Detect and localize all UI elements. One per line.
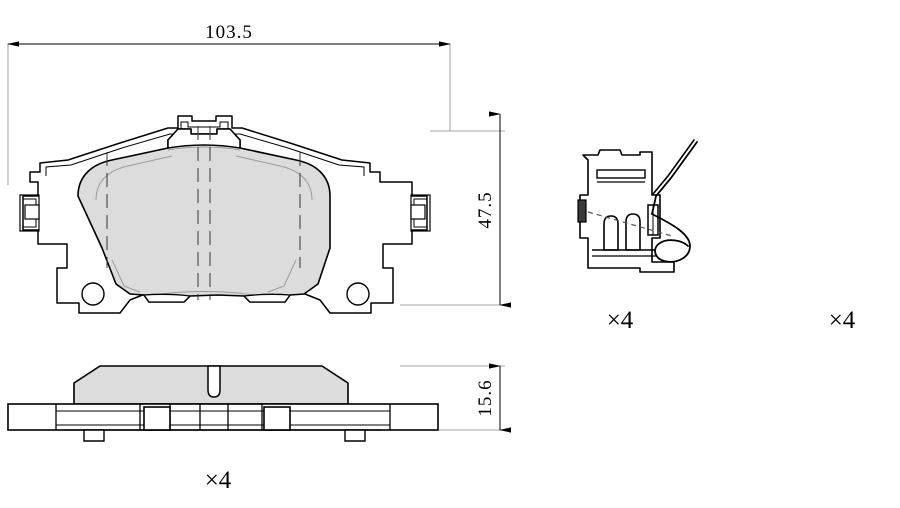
dimension-width-103-5: 103.5 — [7, 22, 451, 185]
friction-inner-contour-left — [95, 155, 173, 201]
clip-left-quantity-label: ×4 — [607, 307, 634, 334]
side-center-groove — [207, 365, 221, 398]
pad-quantity-label: ×4 — [205, 467, 232, 494]
clip-left-wire-arm-2 — [652, 139, 695, 195]
friction-top-contour — [167, 146, 241, 151]
side-retaining-tab-right — [344, 429, 366, 442]
clip-left-hidden-line — [587, 211, 673, 237]
backing-plate-chamfer-line — [45, 121, 365, 176]
right-ear-window — [410, 204, 426, 220]
left-ear-window — [24, 204, 40, 220]
bottom-right-tab — [242, 293, 292, 303]
clip-left-view: ×4 — [577, 139, 698, 334]
brake-pad-side-view: ×4 — [7, 365, 439, 494]
side-boss-right — [263, 406, 291, 431]
friction-material — [77, 128, 331, 303]
side-boss-left — [143, 406, 171, 431]
side-backing-plate — [7, 403, 439, 431]
clip-left-prong-2 — [625, 213, 641, 251]
clip-left-wire-loop — [651, 213, 691, 263]
side-retaining-tab-left — [83, 429, 105, 442]
dim-label-thickness: 15.6 — [475, 379, 496, 416]
clip-left-wire-arm — [651, 141, 698, 215]
center-notch-top — [167, 128, 241, 149]
dimension-height-47-5: 47.5 — [400, 111, 511, 308]
dim-label-width: 103.5 — [205, 22, 253, 43]
clip-left-side-tab — [577, 199, 587, 223]
friction-inner-contour-bottom — [111, 259, 297, 293]
bottom-left-tab — [142, 293, 192, 303]
left-round-hole — [81, 282, 105, 306]
clip-left-inner-bar — [596, 169, 646, 179]
right-round-hole — [346, 282, 370, 306]
dim-label-height: 47.5 — [475, 191, 496, 228]
brake-pad-front-view — [19, 115, 431, 314]
clip-right-quantity-label: ×4 — [829, 307, 856, 334]
clip-left-prong-1 — [603, 215, 619, 251]
